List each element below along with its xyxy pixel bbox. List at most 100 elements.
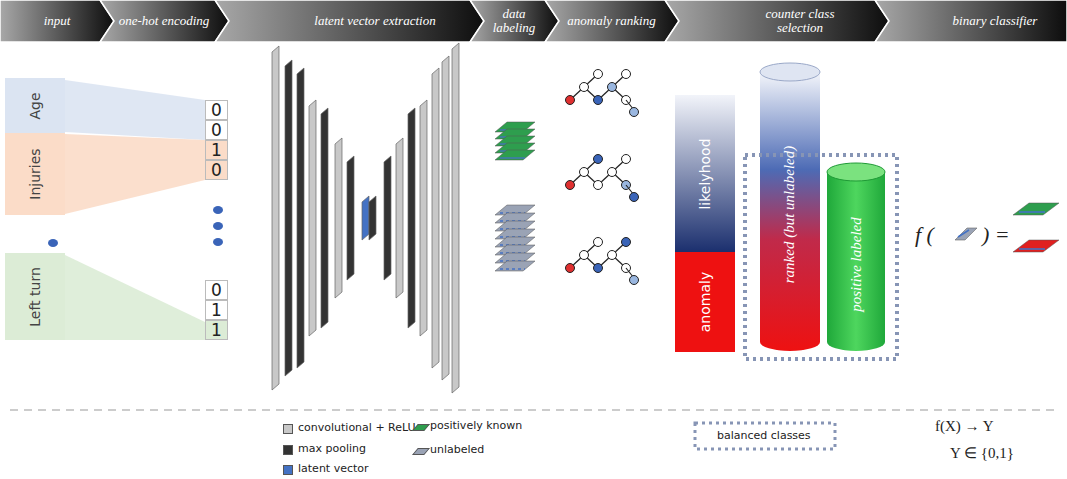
node-text: 0 bbox=[211, 100, 222, 120]
step-label: binary classifier bbox=[940, 0, 1050, 42]
decoration bbox=[500, 157, 525, 158]
class-cylinder: positive labeled bbox=[827, 182, 885, 347]
tree-node bbox=[594, 70, 603, 79]
node-text: input bbox=[44, 14, 71, 28]
step-label: data labeling bbox=[484, 0, 544, 42]
function-label: ) = bbox=[982, 222, 1010, 248]
step-label: anomaly ranking bbox=[559, 0, 664, 42]
step-chevron bbox=[545, 0, 679, 42]
node-text: 0 bbox=[211, 120, 222, 140]
step-label: one-hot encoding bbox=[114, 0, 214, 42]
tree-node bbox=[608, 251, 617, 260]
node-text: data labeling bbox=[486, 7, 542, 35]
node-text: 0 bbox=[211, 280, 222, 300]
network-layer bbox=[335, 138, 342, 298]
tree-node bbox=[622, 238, 631, 247]
tree-node bbox=[622, 155, 631, 164]
step-chevron bbox=[100, 0, 229, 42]
feature-band: Left turn bbox=[5, 253, 65, 340]
feature-band: Age bbox=[5, 78, 65, 133]
node-text: binary classifier bbox=[953, 14, 1038, 28]
formula: Y ∈ {0,1} bbox=[950, 444, 1014, 462]
node-text: latent vector extraction bbox=[314, 14, 435, 28]
score-band: likelyhood bbox=[675, 95, 735, 252]
node-text: anomaly bbox=[697, 272, 713, 332]
step-chevron bbox=[0, 0, 114, 42]
legend-swatch bbox=[283, 424, 293, 434]
network-layer bbox=[442, 56, 449, 380]
node-text: anomaly ranking bbox=[567, 14, 655, 28]
node-text: positive labeled bbox=[848, 217, 865, 312]
tree-node bbox=[566, 181, 575, 190]
legend-text: convolutional + ReLU bbox=[298, 421, 416, 434]
step-chevron bbox=[215, 0, 484, 42]
legend-swatch bbox=[283, 445, 293, 455]
network-layer bbox=[396, 138, 403, 298]
step-chevron bbox=[470, 0, 559, 42]
legend-text: positively known bbox=[430, 419, 522, 432]
legend-text: balanced classes bbox=[717, 429, 811, 442]
node-text: 1 bbox=[211, 300, 222, 320]
sample-slab bbox=[495, 261, 535, 271]
node-text: 1 bbox=[211, 320, 222, 340]
network-layer bbox=[384, 156, 391, 280]
network-layer bbox=[408, 108, 415, 328]
node-text: 0 bbox=[211, 160, 222, 180]
decoration bbox=[500, 268, 525, 269]
network-layer bbox=[452, 43, 459, 393]
tree-node bbox=[580, 251, 589, 260]
node-text: 1 bbox=[211, 140, 222, 160]
step-label: latent vector extraction bbox=[300, 0, 450, 42]
class-cylinder: ranked (but unlabeled) bbox=[760, 82, 820, 347]
output-slab bbox=[1013, 240, 1059, 252]
legend-text: max pooling bbox=[298, 442, 366, 455]
tree-node bbox=[608, 168, 617, 177]
network-layer bbox=[272, 46, 279, 390]
legend-text: latent vector bbox=[298, 462, 369, 475]
tree-node bbox=[566, 96, 575, 105]
tree-node bbox=[580, 168, 589, 177]
step-chevron bbox=[875, 0, 1067, 42]
encoding-cell: 0 bbox=[205, 100, 228, 120]
encoding-cell: 0 bbox=[205, 160, 228, 180]
network-layer bbox=[297, 68, 304, 368]
node-text: ranked (but unlabeled) bbox=[782, 146, 799, 283]
network-layer bbox=[285, 60, 292, 376]
legend-swatch bbox=[283, 465, 293, 475]
function-label: f ( bbox=[915, 222, 934, 248]
tree-node bbox=[630, 193, 639, 202]
node-text: Injuries bbox=[27, 148, 43, 199]
network-layer bbox=[362, 196, 369, 240]
tree-node bbox=[594, 155, 603, 164]
tree-node bbox=[608, 83, 617, 92]
legend-swatch bbox=[412, 448, 430, 455]
network-layer bbox=[432, 68, 439, 368]
encoding-cell: 1 bbox=[205, 320, 228, 340]
node-text: Age bbox=[27, 92, 43, 119]
tree-node bbox=[594, 238, 603, 247]
network-layer bbox=[321, 108, 328, 328]
score-band: anomaly bbox=[675, 252, 735, 352]
tree-node bbox=[566, 264, 575, 273]
tree-node bbox=[594, 264, 603, 273]
tree-node bbox=[630, 276, 639, 285]
tree-node bbox=[580, 83, 589, 92]
step-label: counter class selection bbox=[740, 0, 860, 42]
network-layer bbox=[309, 100, 316, 336]
step-label: input bbox=[14, 0, 100, 42]
encoding-cell: 1 bbox=[205, 300, 228, 320]
node-text: counter class selection bbox=[742, 7, 858, 35]
decoration bbox=[1019, 248, 1045, 250]
decoration bbox=[1019, 211, 1045, 213]
node-text: likelyhood bbox=[697, 138, 713, 209]
step-chevron bbox=[665, 0, 889, 42]
network-layer bbox=[347, 156, 354, 280]
tree-node bbox=[622, 70, 631, 79]
feature-band: Injuries bbox=[5, 133, 65, 215]
tree-node bbox=[630, 108, 639, 117]
tree-node bbox=[594, 96, 603, 105]
output-slab bbox=[1013, 203, 1059, 215]
encoding-cell: 0 bbox=[205, 280, 228, 300]
tree-node bbox=[594, 181, 603, 190]
